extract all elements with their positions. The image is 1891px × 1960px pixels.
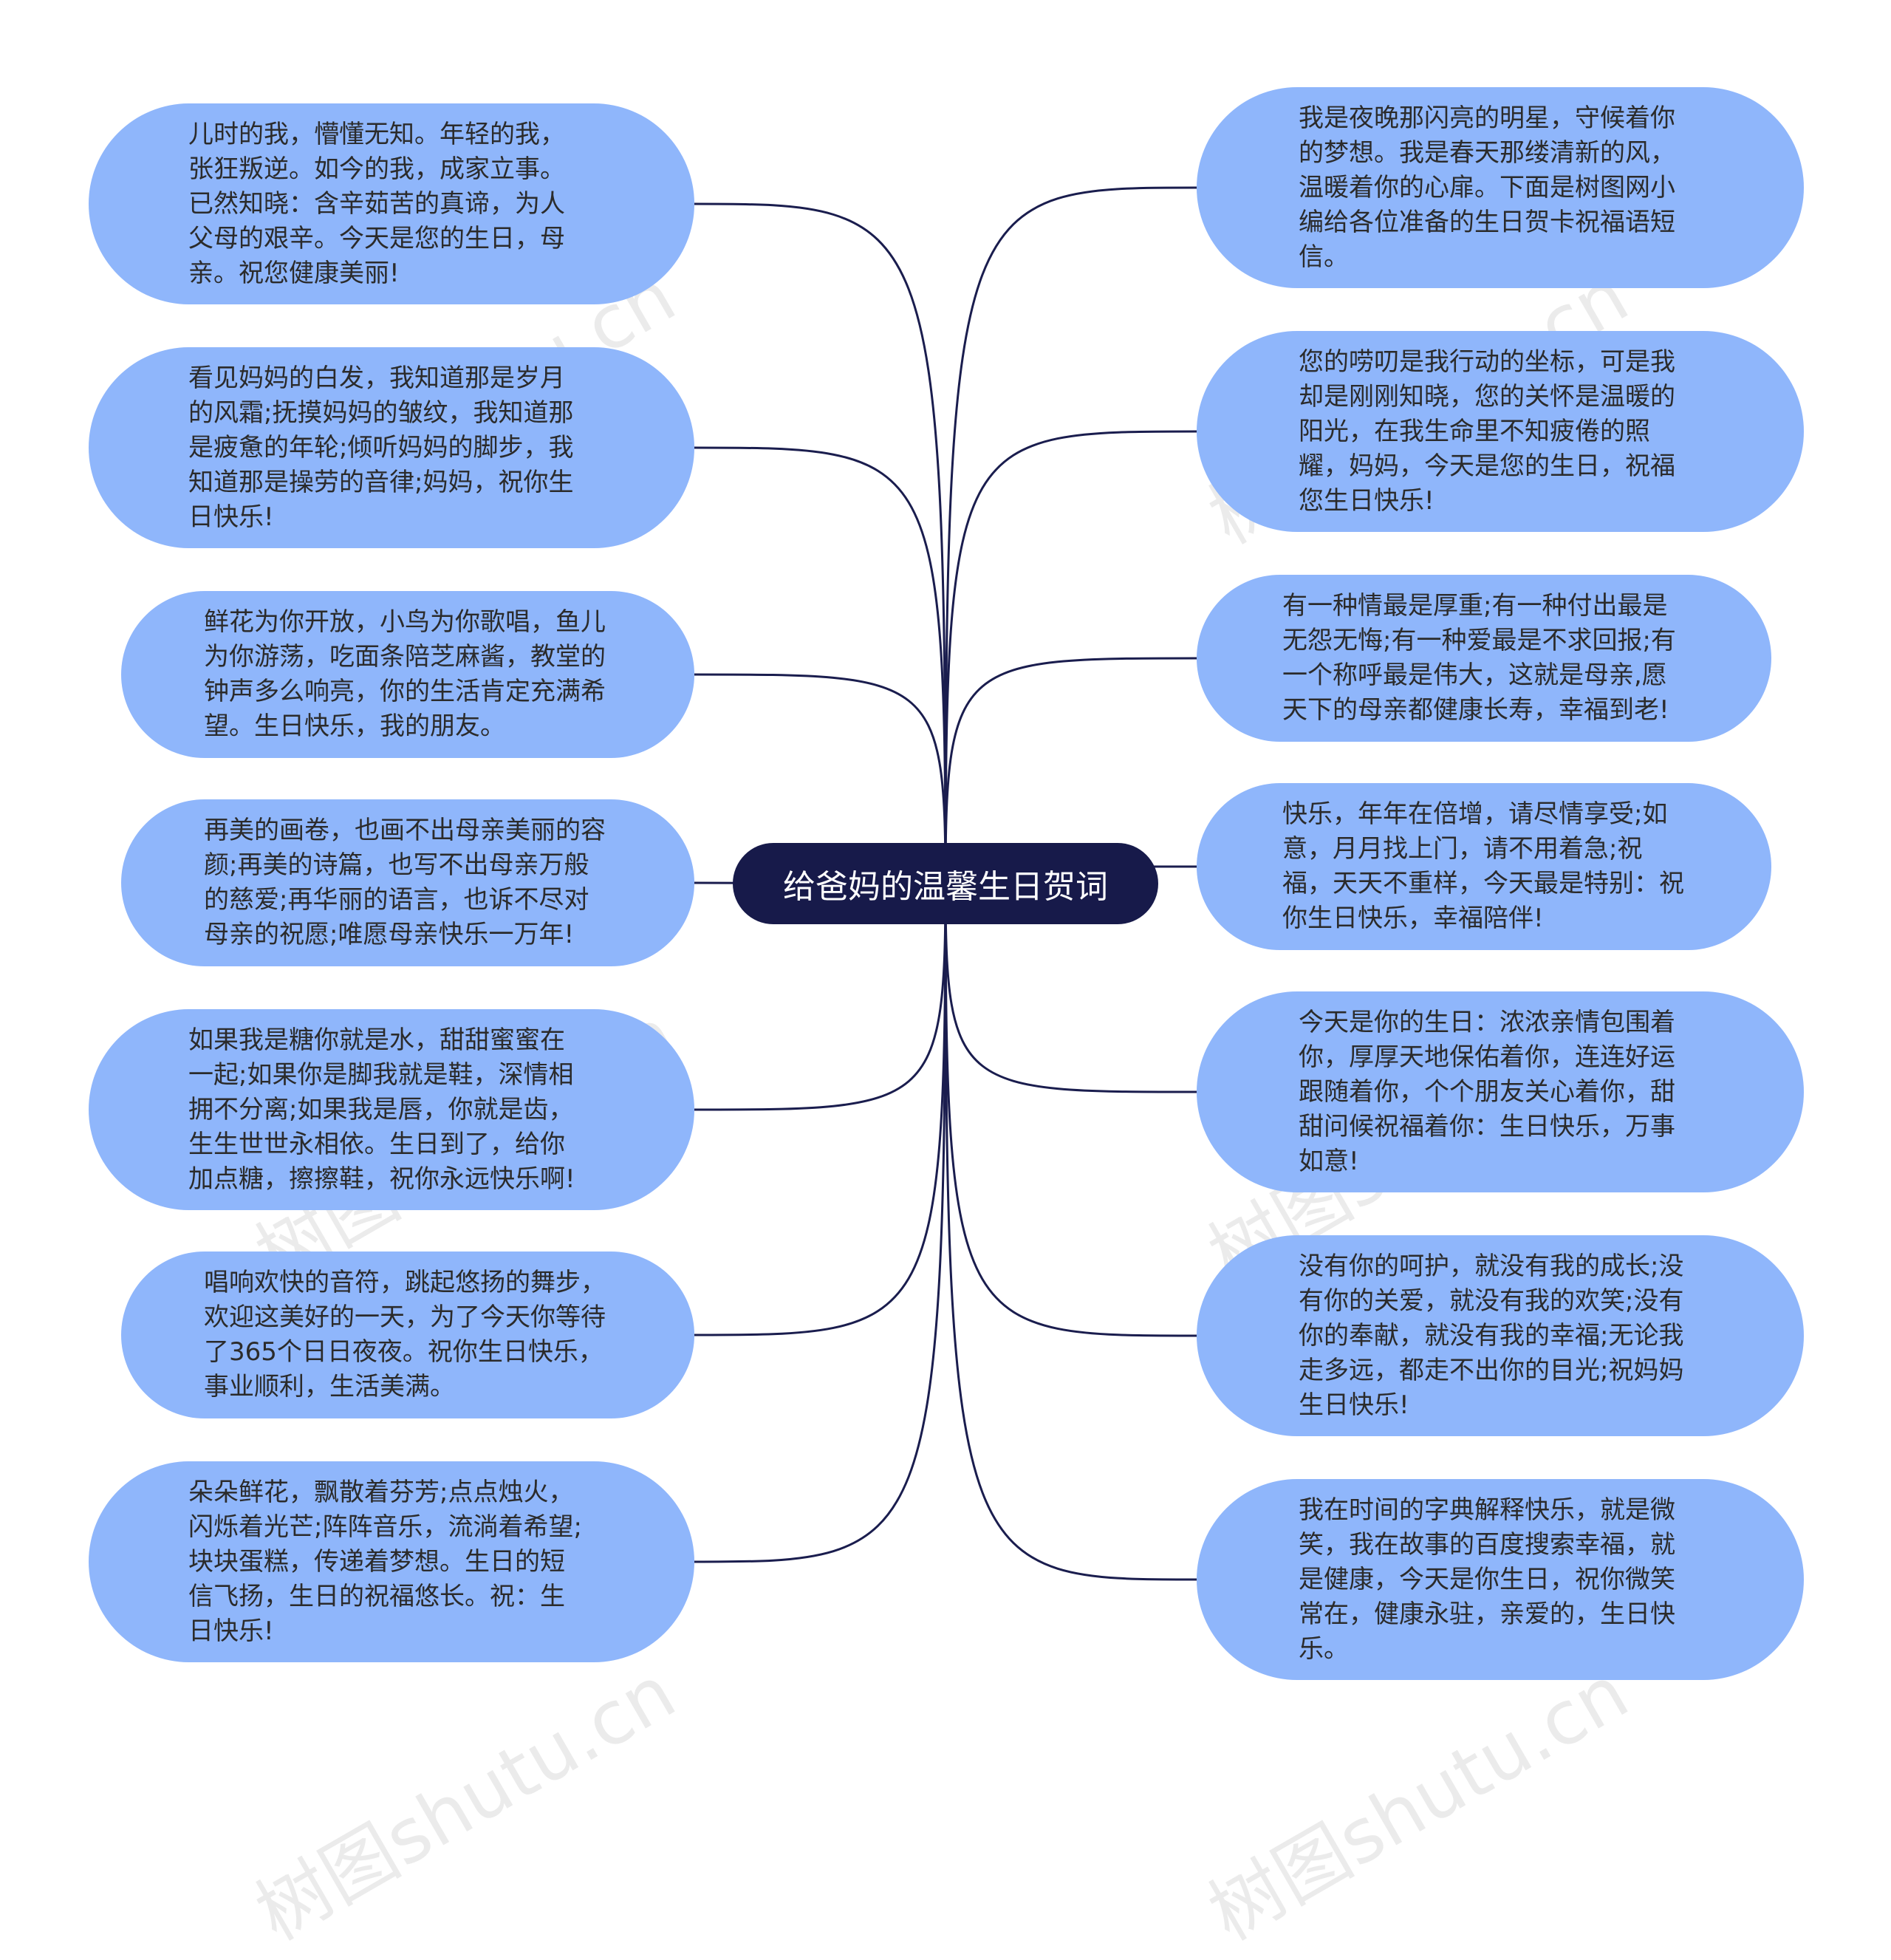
connector-line: [694, 202, 947, 884]
connector-line: [944, 657, 1197, 884]
central-topic[interactable]: 给爸妈的温馨生日贺词: [733, 843, 1158, 924]
branch-node-left-5[interactable]: 如果我是糖你就是水，甜甜蜜蜜在一起;如果你是脚我就是鞋，深情相拥不分离;如果我是…: [89, 1009, 694, 1210]
connector-line: [694, 883, 947, 1563]
branch-node-right-6[interactable]: 没有你的呵护，就没有我的成长;没有你的关爱，就没有我的欢笑;没有你的奉献，就没有…: [1197, 1235, 1804, 1436]
connector-line: [944, 883, 1197, 1093]
branch-node-text: 我在时间的字典解释快乐，就是微笑，我在故事的百度搜索幸福，就是健康，今天是你生日…: [1299, 1495, 1675, 1664]
branch-node-right-7[interactable]: 我在时间的字典解释快乐，就是微笑，我在故事的百度搜索幸福，就是健康，今天是你生日…: [1197, 1479, 1804, 1680]
connector-line: [944, 186, 1197, 884]
branch-node-text: 朵朵鲜花，飘散着芬芳;点点烛火，闪烁着光芒;阵阵音乐，流淌着希望;块块蛋糕，传递…: [188, 1477, 582, 1646]
branch-node-left-6[interactable]: 唱响欢快的音符，跳起悠扬的舞步，欢迎这美好的一天，为了今天你等待了365个日日夜…: [121, 1252, 694, 1418]
mind-map-canvas: 树图shutu.cn 树图shutu.cn 树图shutu.cn 树图shutu…: [89, 87, 1804, 1957]
branch-node-text: 有一种情最是厚重;有一种付出最是无怨无悔;有一种爱最是不求回报;有一个称呼最是伟…: [1282, 591, 1676, 725]
branch-node-text: 唱响欢快的音符，跳起悠扬的舞步，欢迎这美好的一天，为了今天你等待了365个日日夜…: [204, 1268, 606, 1401]
branch-node-left-7[interactable]: 朵朵鲜花，飘散着芬芳;点点烛火，闪烁着光芒;阵阵音乐，流淌着希望;块块蛋糕，传递…: [89, 1461, 694, 1662]
branch-node-text: 如果我是糖你就是水，甜甜蜜蜜在一起;如果你是脚我就是鞋，深情相拥不分离;如果我是…: [188, 1025, 575, 1194]
connector-line: [694, 446, 947, 884]
branch-node-text: 没有你的呵护，就没有我的成长;没有你的关爱，就没有我的欢笑;没有你的奉献，就没有…: [1299, 1251, 1684, 1420]
branch-node-text: 我是夜晚那闪亮的明星，守候着你的梦想。我是春天那缕清新的风，温暖着你的心扉。下面…: [1299, 103, 1675, 272]
branch-node-right-5[interactable]: 今天是你的生日：浓浓亲情包围着你，厚厚天地保佑着你，连连好运跟随着你，个个朋友关…: [1197, 991, 1804, 1192]
branch-node-right-1[interactable]: 我是夜晚那闪亮的明星，守候着你的梦想。我是春天那缕清新的风，温暖着你的心扉。下面…: [1197, 87, 1804, 288]
branch-node-left-1[interactable]: 儿时的我，懵懂无知。年轻的我，张狂叛逆。如今的我，成家立事。已然知晓：含辛茹苦的…: [89, 103, 694, 304]
branch-node-text: 今天是你的生日：浓浓亲情包围着你，厚厚天地保佑着你，连连好运跟随着你，个个朋友关…: [1299, 1007, 1675, 1176]
branch-node-left-2[interactable]: 看见妈妈的白发，我知道那是岁月的风霜;抚摸妈妈的皱纹，我知道那是疲惫的年轮;倾听…: [89, 347, 694, 548]
branch-node-right-3[interactable]: 有一种情最是厚重;有一种付出最是无怨无悔;有一种爱最是不求回报;有一个称呼最是伟…: [1197, 575, 1771, 742]
branch-node-text: 您的唠叨是我行动的坐标，可是我却是刚刚知晓，您的关怀是温暖的阳光，在我生命里不知…: [1299, 346, 1675, 516]
connector-lines: [694, 186, 1197, 1581]
branch-node-left-3[interactable]: 鲜花为你开放，小鸟为你歌唱，鱼儿为你游荡，吃面条陪芝麻酱，教堂的钟声多么响亮，你…: [121, 591, 694, 758]
branch-node-text: 再美的画卷，也画不出母亲美丽的容颜;再美的诗篇，也写不出母亲万般的慈爱;再华丽的…: [204, 816, 606, 949]
connector-line: [944, 883, 1197, 1337]
branch-node-right-2[interactable]: 您的唠叨是我行动的坐标，可是我却是刚刚知晓，您的关怀是温暖的阳光，在我生命里不知…: [1197, 331, 1804, 532]
central-topic-label: 给爸妈的温馨生日贺词: [783, 868, 1108, 906]
connector-line: [694, 883, 947, 1111]
branch-node-right-4[interactable]: 快乐，年年在倍增，请尽情享受;如意，月月找上门，请不用着急;祝福，天天不重样，今…: [1197, 783, 1771, 950]
connector-line: [944, 430, 1197, 884]
branch-node-text: 儿时的我，懵懂无知。年轻的我，张狂叛逆。如今的我，成家立事。已然知晓：含辛茹苦的…: [188, 119, 565, 288]
branch-node-text: 看见妈妈的白发，我知道那是岁月的风霜;抚摸妈妈的皱纹，我知道那是疲惫的年轮;倾听…: [188, 363, 574, 532]
branch-node-text: 快乐，年年在倍增，请尽情享受;如意，月月找上门，请不用着急;祝福，天天不重样，今…: [1282, 799, 1684, 933]
branch-node-text: 鲜花为你开放，小鸟为你歌唱，鱼儿为你游荡，吃面条陪芝麻酱，教堂的钟声多么响亮，你…: [204, 607, 606, 741]
connector-line: [694, 673, 947, 884]
branch-node-left-4[interactable]: 再美的画卷，也画不出母亲美丽的容颜;再美的诗篇，也写不出母亲万般的慈爱;再华丽的…: [121, 799, 694, 966]
connector-line: [944, 883, 1197, 1581]
